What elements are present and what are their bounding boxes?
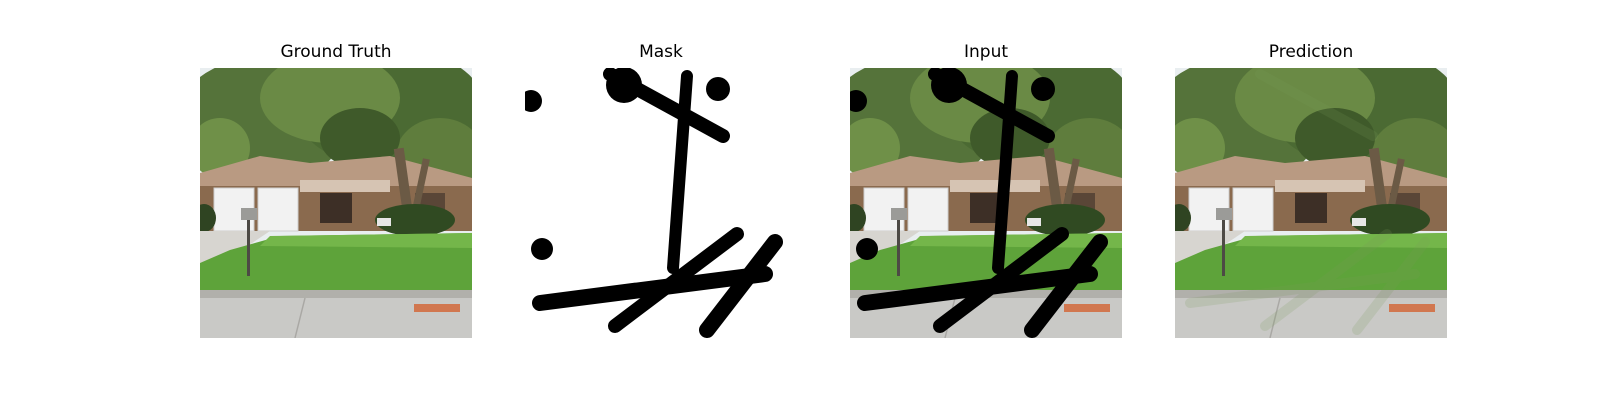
input-image: [850, 68, 1122, 338]
panel-title: Ground Truth: [280, 42, 392, 62]
panel-mask: Mask: [525, 0, 797, 400]
mask-image: [525, 68, 797, 338]
panel-input: Input: [850, 0, 1122, 400]
panel-ground-truth: Ground Truth: [200, 0, 472, 400]
panel-title: Prediction: [1268, 42, 1354, 62]
panel-title: Mask: [639, 42, 683, 62]
ground-truth-image: [200, 68, 472, 338]
prediction-image: [1175, 68, 1447, 338]
panel-prediction: Prediction: [1175, 0, 1447, 400]
panel-title: Input: [963, 42, 1009, 62]
